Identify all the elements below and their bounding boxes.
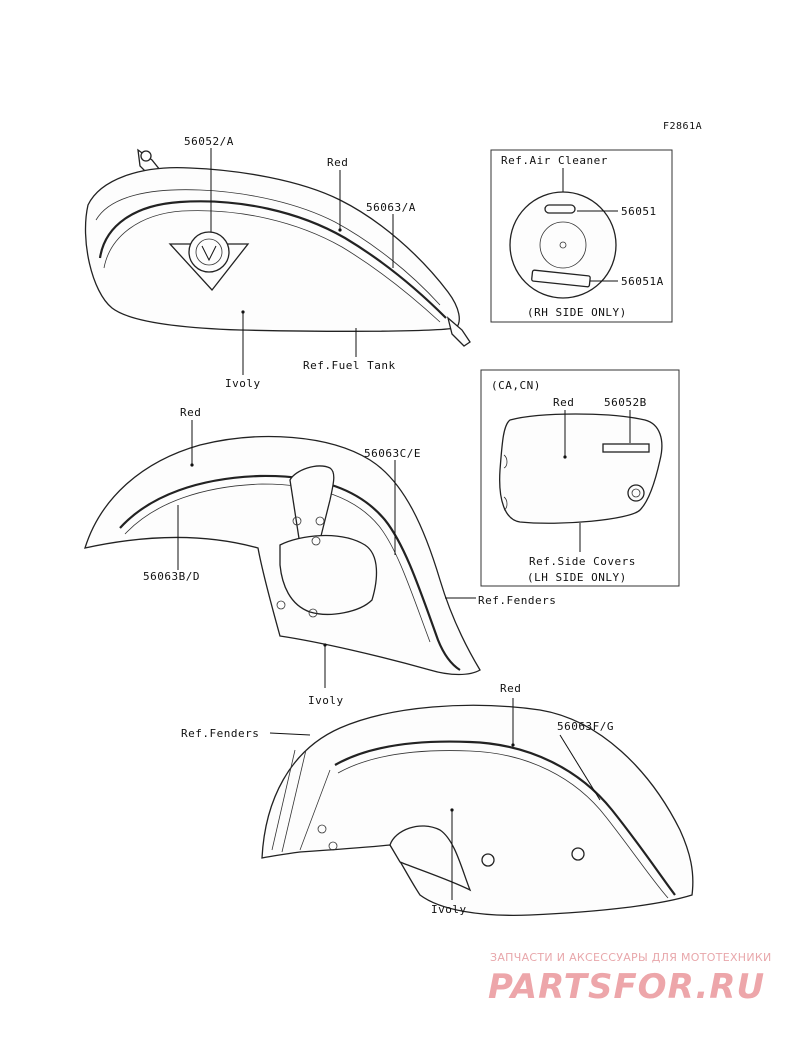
figure-code: F2861A	[663, 121, 702, 132]
front-fender-bracket-plate	[279, 534, 378, 615]
front-fender-hole-5	[308, 608, 318, 618]
side-cover-frame	[480, 369, 680, 587]
tank-emblem	[168, 231, 250, 292]
leader-rear-stripe	[559, 734, 601, 801]
tank-emblem-v	[201, 245, 217, 262]
rear-fender-body	[261, 704, 694, 916]
dot-tank-ivory	[241, 310, 245, 314]
rear-fender-grommet-2	[571, 847, 585, 861]
leader-rear-ref	[269, 732, 311, 736]
air-cleaner-inner-ring	[539, 221, 587, 269]
watermark-logo: PARTSFOR.RU	[488, 967, 766, 1007]
dot-front-ivory	[323, 643, 327, 647]
side-cover-region: (CA,CN)	[491, 379, 541, 392]
rear-fender-stripe-outer	[334, 740, 676, 896]
side-cover-note: (LH SIDE ONLY)	[527, 571, 627, 584]
side-cover-part: 56052B	[604, 396, 647, 409]
label-rear-ivory: Ivoly	[431, 903, 467, 916]
rear-fender-strut-3	[299, 769, 331, 851]
tank-stripe-inner	[103, 210, 441, 323]
air-cleaner-frame	[490, 149, 673, 323]
side-cover	[499, 413, 663, 524]
side-cover-grommet-inner	[631, 488, 641, 498]
side-cover-badge	[602, 443, 650, 453]
label-front-stripe-ce: 56063C/E	[364, 447, 421, 460]
rear-fender-hole-2	[328, 841, 338, 851]
label-tank-ivory: Ivoly	[225, 377, 261, 390]
tank-emblem-disc	[188, 231, 230, 273]
rear-fender-strut-1	[271, 749, 296, 851]
tank-emblem-ring	[195, 238, 223, 266]
watermark-tagline: ЗАПЧАСТИ И АКСЕССУАРЫ ДЛЯ МОТОТЕХНИКИ	[490, 951, 772, 964]
dot-rear-ivory	[450, 808, 454, 812]
air-cleaner-box: Ref.Air Cleaner 56051 56051A (RH SIDE ON…	[490, 149, 673, 323]
rear-fender-hole-1	[317, 824, 327, 834]
air-cleaner-part-bottom: 56051A	[621, 275, 664, 288]
rear-fender-strut-2	[281, 749, 307, 853]
tank-filler-cap	[140, 150, 152, 162]
label-front-red: Red	[180, 406, 201, 419]
rear-fender: Red 56063F/G Ref.Fenders Ivoly	[181, 682, 694, 916]
air-cleaner-title: Ref.Air Cleaner	[501, 154, 608, 167]
dot-front-red	[190, 463, 194, 467]
front-fender: Red 56063C/E 56063B/D Ref.Fenders Ivoly	[84, 406, 556, 707]
side-cover-box: (CA,CN) Red 56052B Ref.Side Covers (LH S…	[480, 369, 680, 587]
tank-rear-tip	[446, 316, 471, 347]
front-fender-bracket-upper	[289, 465, 335, 546]
air-cleaner-part-top: 56051	[621, 205, 657, 218]
tank-body	[84, 166, 460, 332]
label-rear-ref: Ref.Fenders	[181, 727, 259, 740]
air-cleaner-note: (RH SIDE ONLY)	[527, 306, 627, 319]
dot-side-cover-red	[563, 455, 567, 459]
side-cover-tab-upper	[503, 454, 508, 469]
rear-fender-cutout	[389, 825, 472, 892]
fuel-tank: 56052/A Red 56063/A Ivoly Ref.Fuel Tank	[84, 135, 471, 390]
side-cover-grommet	[627, 484, 645, 502]
label-rear-red: Red	[500, 682, 521, 695]
rear-fender-grommet-1	[481, 853, 495, 867]
air-cleaner-badge-top	[544, 204, 576, 214]
label-front-stripe-bd: 56063B/D	[143, 570, 200, 583]
front-fender-hole-4	[276, 600, 286, 610]
side-cover-tab-lower	[503, 496, 508, 511]
label-tank-red: Red	[327, 156, 348, 169]
label-tank-stripe: 56063/A	[366, 201, 416, 214]
front-fender-stripe-outer	[119, 474, 461, 671]
label-front-ref: Ref.Fenders	[478, 594, 556, 607]
label-front-ivory: Ivoly	[308, 694, 344, 707]
rear-fender-stripe-inner	[337, 750, 669, 899]
label-tank-emblem: 56052/A	[184, 135, 234, 148]
dot-rear-red	[511, 743, 515, 747]
tank-body-contour	[95, 189, 441, 306]
front-fender-hole-3	[311, 536, 321, 546]
front-fender-hole-2	[315, 516, 325, 526]
front-fender-hole-1	[292, 516, 302, 526]
label-rear-stripe: 56063F/G	[557, 720, 614, 733]
air-cleaner-bolt	[559, 241, 567, 249]
dot-tank-red	[338, 228, 342, 232]
tank-stripe	[98, 200, 447, 319]
label-tank-ref: Ref.Fuel Tank	[303, 359, 396, 372]
air-cleaner-badge-bottom	[531, 269, 591, 288]
side-cover-ref: Ref.Side Covers	[529, 555, 636, 568]
side-cover-red: Red	[553, 396, 574, 409]
